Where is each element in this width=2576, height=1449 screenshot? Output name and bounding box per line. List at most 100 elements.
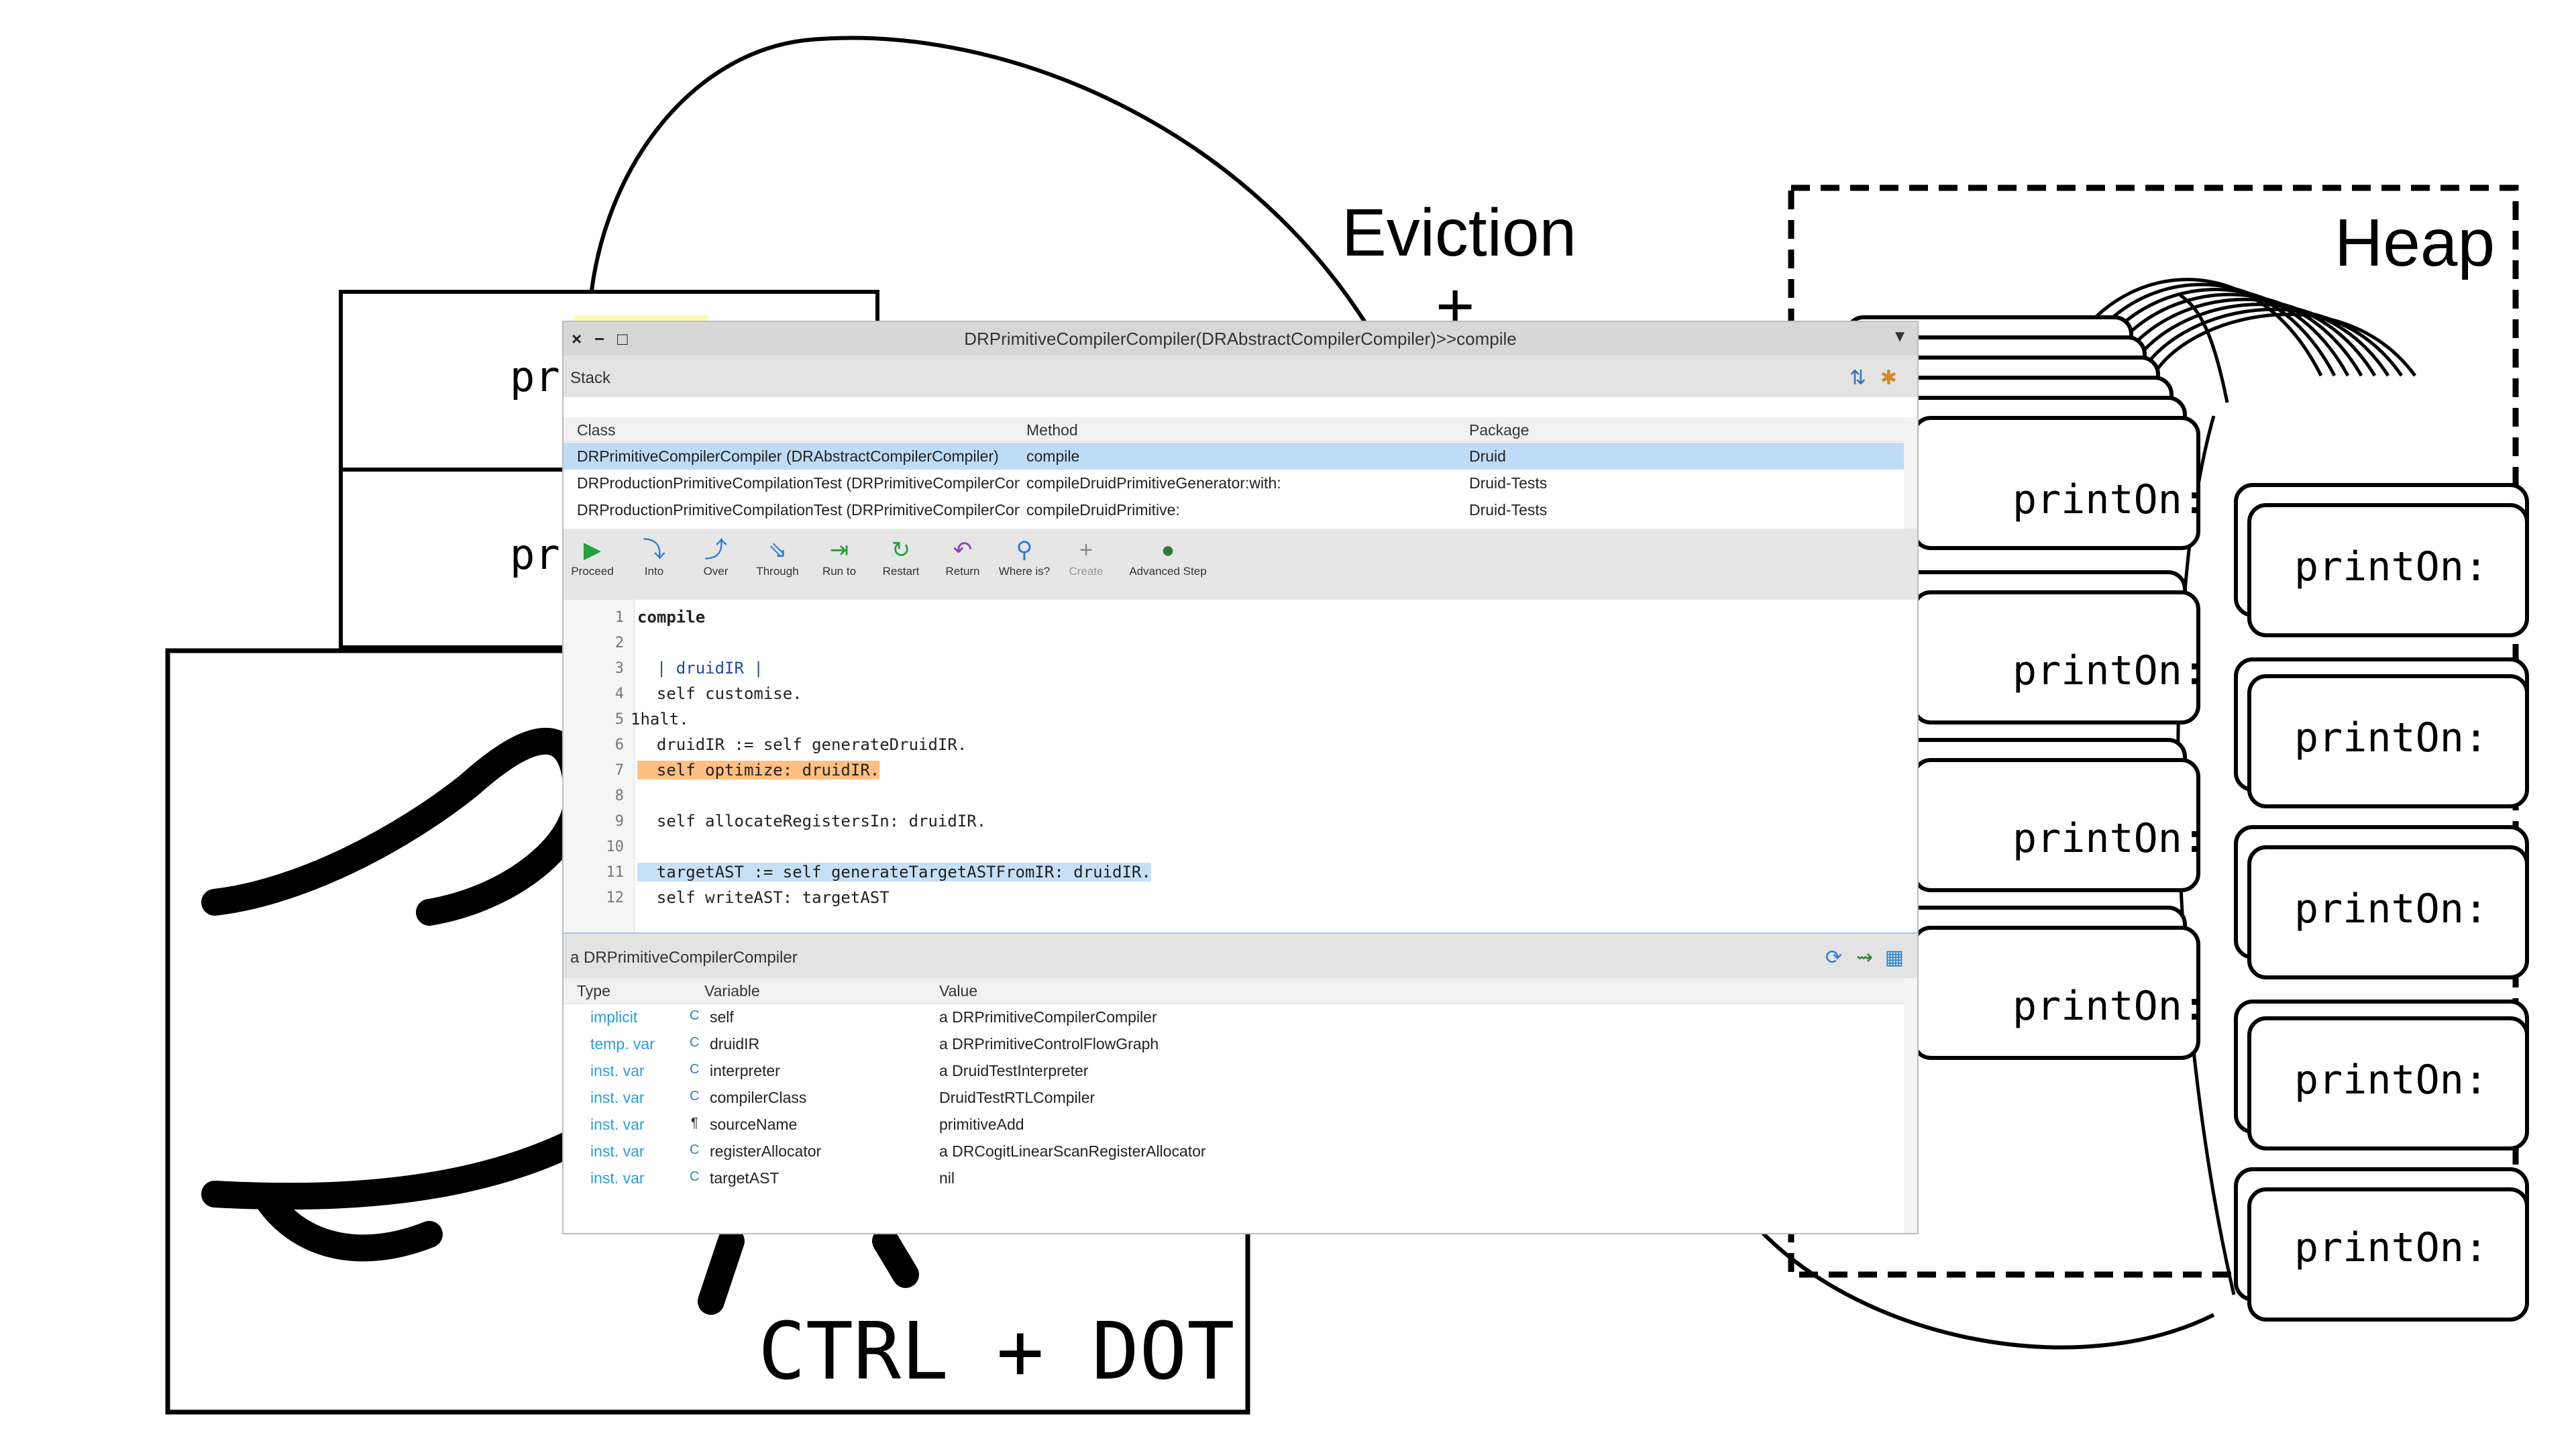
stack-method: compileDruidPrimitive: bbox=[1026, 501, 1180, 519]
heap-label: Heap bbox=[2334, 205, 2496, 280]
create-button[interactable]: +Create bbox=[1056, 535, 1116, 578]
inspector-row[interactable]: temp. var C druidIR a DRPrimitiveControl… bbox=[564, 1030, 1905, 1057]
heap-frame-label: printOn: bbox=[2012, 647, 2206, 694]
column-type[interactable]: Type bbox=[577, 982, 610, 1000]
class-icon: C bbox=[690, 1142, 700, 1157]
var-type: implicit bbox=[590, 1008, 638, 1026]
return-icon: ↶ bbox=[953, 537, 973, 563]
through-button[interactable]: ⇘Through bbox=[747, 535, 808, 578]
var-name: targetAST bbox=[710, 1169, 780, 1187]
stack-label: Stack bbox=[570, 369, 611, 387]
line-number: 8 bbox=[614, 788, 624, 804]
advanced-step-button[interactable]: ●Advanced Step bbox=[1124, 535, 1212, 578]
stack-panel-header: Stack ⇅ ✱ bbox=[564, 356, 1917, 397]
close-icon[interactable]: × bbox=[572, 329, 582, 349]
var-type: inst. var bbox=[590, 1169, 645, 1187]
var-name: sourceName bbox=[710, 1116, 798, 1133]
search-icon: ⚲ bbox=[1016, 537, 1033, 563]
stack-package: Druid bbox=[1469, 447, 1506, 465]
line-number: 7 bbox=[614, 762, 624, 779]
class-icon: C bbox=[690, 1089, 700, 1104]
heap-frame bbox=[2247, 674, 2529, 808]
table-icon[interactable]: ▦ bbox=[1884, 947, 1904, 969]
var-name: druidIR bbox=[710, 1035, 760, 1053]
code-line: | druidIR | bbox=[637, 659, 763, 678]
heap-frame-label: printOn: bbox=[2012, 476, 2206, 523]
line-number: 3 bbox=[614, 660, 624, 677]
line-number: 4 bbox=[614, 686, 624, 702]
inspector-row[interactable]: inst. var C interpreter a DruidTestInter… bbox=[564, 1057, 1905, 1084]
line-number: 1 bbox=[614, 609, 624, 626]
code-line: 1halt. bbox=[631, 710, 689, 729]
inspector-scrollbar[interactable] bbox=[1904, 978, 1917, 1233]
where-is-button[interactable]: ⚲Where is? bbox=[994, 535, 1055, 578]
column-variable[interactable]: Variable bbox=[704, 982, 760, 1000]
column-class[interactable]: Class bbox=[577, 421, 616, 439]
proceed-button[interactable]: ▶Proceed bbox=[564, 535, 623, 578]
over-button[interactable]: ⤴Over bbox=[686, 535, 746, 578]
step-into-icon: ⤵ bbox=[643, 537, 665, 563]
filter-icon[interactable]: ✱ bbox=[1880, 367, 1897, 389]
stack-row[interactable]: DRPrimitiveCompilerCompiler (DRAbstractC… bbox=[564, 443, 1905, 470]
column-value[interactable]: Value bbox=[939, 982, 978, 1000]
inspector-label: a DRPrimitiveCompilerCompiler bbox=[570, 949, 798, 967]
line-number: 5 bbox=[614, 711, 624, 728]
heap-frame bbox=[2247, 1016, 2529, 1150]
inspector-header: a DRPrimitiveCompilerCompiler ⟳ ⇝ ▦ bbox=[564, 934, 1917, 978]
heap-frame-label: printOn: bbox=[2294, 1224, 2488, 1271]
paragraph-icon: ¶ bbox=[691, 1116, 698, 1130]
heap-frame bbox=[1912, 758, 2200, 892]
stack-method: compileDruidPrimitiveGenerator:with: bbox=[1026, 474, 1281, 492]
var-type: inst. var bbox=[590, 1116, 645, 1133]
return-button[interactable]: ↶Return bbox=[932, 535, 993, 578]
var-name: compilerClass bbox=[710, 1089, 807, 1106]
line-number: 12 bbox=[606, 890, 625, 906]
stack-scrollbar[interactable] bbox=[1904, 417, 1917, 529]
inspector-row[interactable]: inst. var C compilerClass DruidTestRTLCo… bbox=[564, 1084, 1905, 1111]
inspector-row[interactable]: inst. var C targetAST nil bbox=[564, 1165, 1905, 1191]
code-line: self customise. bbox=[637, 684, 802, 703]
minimize-icon[interactable]: − bbox=[594, 329, 605, 349]
var-value: a DRPrimitiveControlFlowGraph bbox=[939, 1035, 1159, 1053]
debugger-toolbar: ▶Proceed ⤵Into ⤴Over ⇘Through ⇥Run to ↻R… bbox=[564, 529, 1917, 600]
stack-class: DRProductionPrimitiveCompilationTest (DR… bbox=[577, 501, 1020, 519]
window-menu-icon[interactable]: ▼ bbox=[1892, 327, 1908, 345]
code-line: self allocateRegistersIn: druidIR. bbox=[637, 812, 987, 830]
into-button[interactable]: ⤵Into bbox=[624, 535, 684, 578]
line-number: 10 bbox=[606, 839, 625, 855]
heap-frame-label: printOn: bbox=[2012, 983, 2206, 1030]
heap-frame bbox=[2247, 845, 2529, 979]
var-name: registerAllocator bbox=[710, 1142, 822, 1160]
code-editor[interactable]: 1 2 3 4 5 6 7 8 9 10 11 12 compile | dru… bbox=[564, 600, 1917, 934]
eviction-label: Eviction bbox=[1342, 195, 1577, 270]
step-through-icon: ⇘ bbox=[767, 537, 788, 563]
inspector-row[interactable]: implicit C self a DRPrimitiveCompilerCom… bbox=[564, 1004, 1905, 1030]
heap-frame bbox=[1912, 416, 2200, 550]
stack-table-header: Class Method Package bbox=[564, 417, 1917, 442]
var-value: primitiveAdd bbox=[939, 1116, 1024, 1133]
heap-frame-label: printOn: bbox=[2294, 885, 2488, 932]
stack-method: compile bbox=[1026, 447, 1080, 465]
inspector-row[interactable]: inst. var C registerAllocator a DRCogitL… bbox=[564, 1138, 1905, 1165]
heap-frame-label: printOn: bbox=[2294, 1057, 2488, 1104]
step-over-icon: ⤴ bbox=[704, 537, 727, 563]
var-value: DruidTestRTLCompiler bbox=[939, 1089, 1095, 1106]
run-to-icon: ⇥ bbox=[829, 537, 849, 563]
maximize-icon[interactable]: □ bbox=[617, 329, 628, 349]
inspector-row[interactable]: inst. var ¶ sourceName primitiveAdd bbox=[564, 1111, 1905, 1138]
var-name: interpreter bbox=[710, 1062, 780, 1079]
restart-button[interactable]: ↻Restart bbox=[871, 535, 931, 578]
link-icon[interactable]: ⇝ bbox=[1856, 947, 1873, 969]
column-package[interactable]: Package bbox=[1469, 421, 1529, 439]
window-title: DRPrimitiveCompilerCompiler(DRAbstractCo… bbox=[964, 329, 1517, 349]
stack-row[interactable]: DRProductionPrimitiveCompilationTest (DR… bbox=[564, 470, 1905, 496]
sort-icon[interactable]: ⇅ bbox=[1849, 367, 1866, 389]
class-icon: C bbox=[690, 1062, 700, 1077]
run-to-button[interactable]: ⇥Run to bbox=[809, 535, 869, 578]
var-type: temp. var bbox=[590, 1035, 655, 1053]
line-number: 2 bbox=[614, 635, 624, 651]
stack-row[interactable]: DRProductionPrimitiveCompilationTest (DR… bbox=[564, 496, 1905, 523]
var-value: a DruidTestInterpreter bbox=[939, 1062, 1089, 1079]
refresh-icon[interactable]: ⟳ bbox=[1825, 947, 1842, 969]
column-method[interactable]: Method bbox=[1026, 421, 1078, 439]
